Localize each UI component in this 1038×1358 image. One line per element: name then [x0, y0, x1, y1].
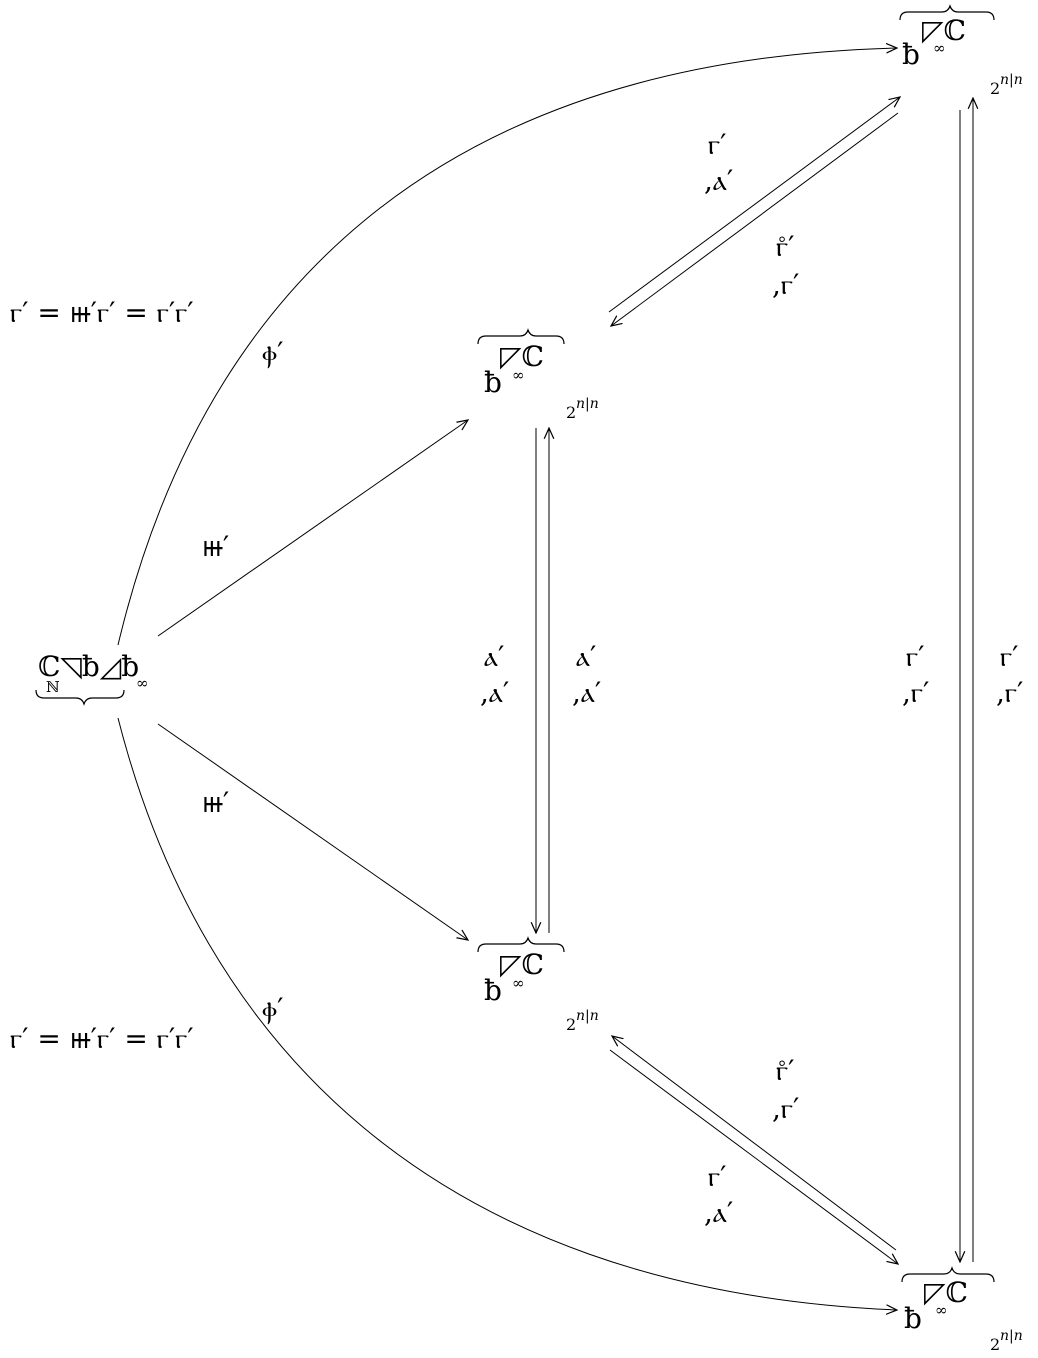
- label-mid-right-2: ,ⲁ′: [572, 676, 601, 709]
- arrow-src-mid-top: [157, 420, 468, 637]
- node-source-sub-right: ∞: [136, 674, 149, 692]
- label-mid-left-1: ⲁ′: [484, 640, 504, 673]
- node-bottom-right-overbrace: [901, 1266, 995, 1283]
- label-diag-top-in-1: ⲅ′: [708, 128, 726, 161]
- node-bottom-right-sup-exp: n|n: [1000, 1328, 1023, 1344]
- label-diag-bot-in-2: ,ⲁ′: [704, 1196, 733, 1229]
- label-right-right-1: ⲅ′: [1000, 640, 1018, 673]
- arrow-diag-bot-out: [609, 1049, 898, 1264]
- node-mid-top-overbrace: [477, 328, 565, 345]
- node-mid-top-sub: ∞: [512, 366, 525, 384]
- node-top-right-base: ƀ: [902, 38, 920, 71]
- label-mid-right-1: ⲁ′: [576, 640, 596, 673]
- equation-top: ⲅ′ = ⲿ′ⲅ′ = ⲅ′ⲅ′: [10, 296, 194, 329]
- node-bottom-right-sup: 2: [990, 1335, 1000, 1354]
- node-source-sub-left: ℕ: [46, 678, 60, 696]
- node-bottom-right-sub: ∞: [935, 1301, 948, 1319]
- label-src-mid-top: ⲿ′: [202, 530, 229, 563]
- node-mid-top-base: ƀ: [484, 366, 502, 399]
- node-bottom-right-over: ◸ℂ: [924, 1276, 968, 1309]
- node-top-right-sub: ∞: [933, 39, 946, 57]
- node-top-right-overbrace: [899, 4, 995, 21]
- label-src-mid-bottom: ⲿ′: [202, 786, 229, 819]
- node-mid-top-over: ◸ℂ: [500, 340, 544, 373]
- label-diag-top-out-2: ,ⲅ′: [772, 268, 799, 301]
- node-top-right-sup: 2: [990, 79, 1000, 98]
- label-diag-bot-in-1: ⲅ′: [708, 1160, 726, 1193]
- label-arc-top: ⲫ′: [262, 336, 283, 369]
- node-bottom-right: ◸ℂ ƀ ∞ 2 n|n: [901, 1266, 1023, 1354]
- node-source-main: ℂ◹ƀ◿ƀ: [38, 650, 139, 683]
- label-diag-bot-out-1: ⲅ̊′: [776, 1054, 794, 1087]
- node-mid-bottom: ◸ℂ ƀ ∞ 2 n|n: [477, 936, 599, 1034]
- arrow-diag-top-in: [611, 112, 899, 326]
- node-mid-top: ◸ℂ ƀ ∞ 2 n|n: [477, 328, 599, 422]
- node-top-right: ◸ℂ ƀ ∞ 2 n|n: [899, 4, 1023, 98]
- label-right-right-2: ,ⲅ′: [996, 676, 1023, 709]
- node-top-right-sup-exp: n|n: [1000, 72, 1023, 88]
- label-mid-left-2: ,ⲁ′: [480, 676, 509, 709]
- equation-bottom: ⲅ′ = ⲿ′ⲅ′ = ⲅ′ⲅ′: [10, 1022, 194, 1055]
- node-mid-bottom-sup-exp: n|n: [576, 1008, 599, 1024]
- node-mid-bottom-sup: 2: [566, 1015, 576, 1034]
- label-diag-top-in-2: ,ⲁ′: [704, 164, 733, 197]
- node-source-underbrace: [35, 689, 125, 706]
- label-right-left-1: ⲅ′: [906, 640, 924, 673]
- arrow-src-mid-bottom: [157, 723, 468, 940]
- node-mid-top-sup-exp: n|n: [576, 396, 599, 412]
- node-mid-bottom-base: ƀ: [484, 974, 502, 1007]
- node-mid-top-sup: 2: [566, 403, 576, 422]
- label-right-left-2: ,ⲅ′: [902, 676, 929, 709]
- arc-bottom: [117, 717, 897, 1310]
- label-arc-bottom: ⲫ′: [262, 992, 283, 1025]
- node-source: ℂ◹ƀ◿ƀ ℕ ∞: [35, 650, 149, 706]
- node-bottom-right-base: ƀ: [904, 1302, 922, 1335]
- arrow-diag-top-out: [608, 97, 900, 313]
- arc-top: [117, 48, 897, 646]
- label-diag-top-out-1: ⲅ̊′: [776, 230, 794, 263]
- node-top-right-over: ◸ℂ: [922, 14, 966, 47]
- node-mid-bottom-overbrace: [477, 936, 565, 953]
- node-mid-bottom-sub: ∞: [512, 974, 525, 992]
- node-mid-bottom-over: ◸ℂ: [500, 948, 544, 981]
- label-diag-bot-out-2: ,ⲅ′: [772, 1092, 799, 1125]
- arrow-diag-bot-in: [612, 1036, 897, 1251]
